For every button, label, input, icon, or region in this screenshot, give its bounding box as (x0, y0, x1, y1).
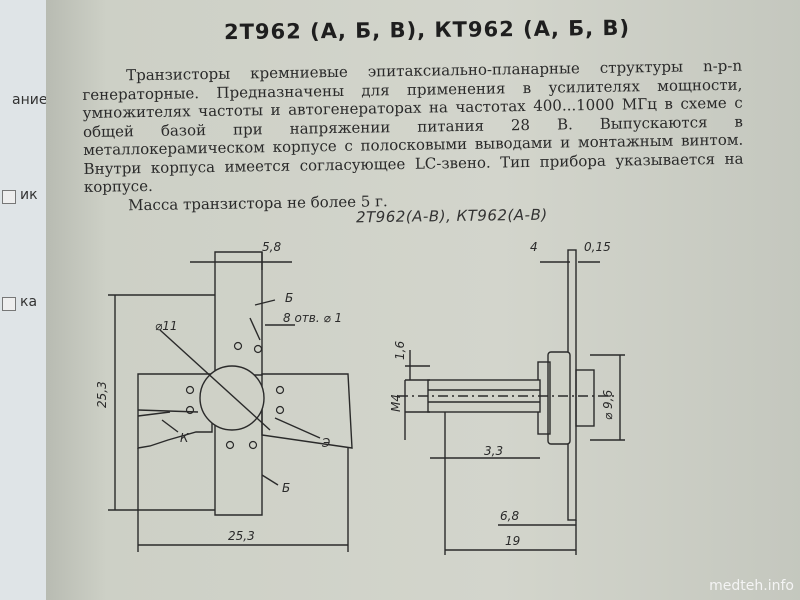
side-body (547, 351, 571, 445)
edge-checkbox-2 (2, 297, 16, 311)
dim-height-total: 25,3 (95, 381, 109, 408)
dim-diameter-body: ⌀11 (155, 319, 178, 333)
dim-side-19: 19 (505, 534, 520, 548)
dim-side-68: 6,8 (500, 509, 519, 523)
dim-holes: 8 отв. ⌀ 1 (283, 311, 342, 325)
lead-e (261, 373, 353, 449)
dim-side-96: ⌀ 9,6 (601, 390, 615, 420)
dim-side-16: 1,6 (393, 341, 407, 360)
label-lead-k: К (180, 431, 189, 445)
lead-b-top (214, 251, 263, 376)
watermark: medteh.info (709, 578, 794, 594)
dim-width-top: 5,8 (262, 240, 281, 254)
edge-text-2: ик (20, 187, 38, 203)
edge-text-1: ание (12, 92, 48, 108)
label-lead-e: Э (321, 436, 331, 450)
dim-side-33: 3,3 (484, 444, 503, 458)
edge-checkbox-1 (2, 190, 16, 204)
body-circle (199, 365, 265, 431)
background-sheet: ание ик ка (0, 0, 50, 600)
dim-side-015: 0,15 (584, 240, 611, 254)
label-lead-b-top: Б (285, 291, 293, 305)
dim-width-total: 25,3 (228, 529, 255, 543)
dim-side-4: 4 (530, 240, 538, 254)
label-lead-b-bottom: Б (282, 481, 290, 495)
book-page: 2Т962 (А, Б, В), КТ962 (А, Б, В) Транзис… (46, 0, 800, 600)
edge-text-3: ка (20, 294, 38, 310)
dim-thread: М4 (389, 394, 403, 412)
